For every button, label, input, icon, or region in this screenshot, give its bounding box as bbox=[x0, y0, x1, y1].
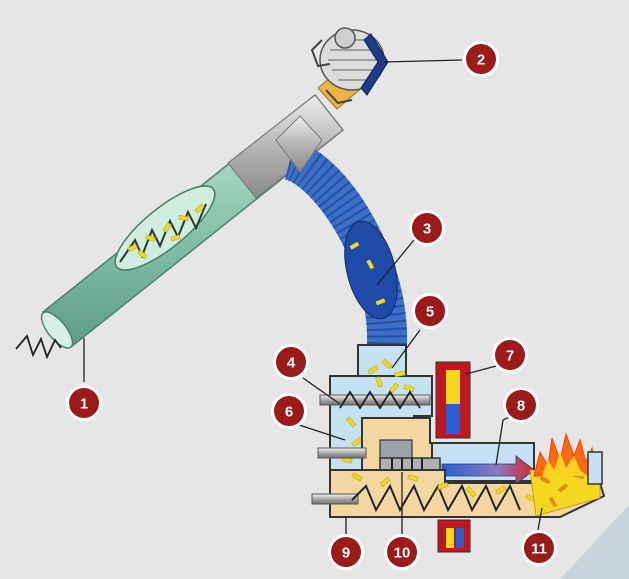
callout-1: 1 bbox=[66, 385, 102, 421]
callout-label: 6 bbox=[285, 404, 293, 421]
motor-cap bbox=[379, 439, 413, 459]
top-feed-screw bbox=[339, 390, 421, 410]
callout-6: 6 bbox=[271, 393, 307, 429]
air-flow-arrow bbox=[441, 455, 535, 485]
heat-indicator-bottom bbox=[437, 519, 471, 553]
callout-3: 3 bbox=[409, 210, 445, 246]
callout-9: 9 bbox=[328, 534, 364, 570]
callout-label: 8 bbox=[517, 398, 525, 415]
drive-spring bbox=[15, 334, 62, 360]
callout-label: 1 bbox=[80, 396, 88, 413]
leader-lines bbox=[83, 59, 543, 535]
callout-8: 8 bbox=[503, 387, 539, 423]
auger-screw bbox=[119, 203, 207, 263]
heat-indicator-top bbox=[435, 361, 471, 439]
burner-grate bbox=[587, 451, 603, 485]
hopper-pellets bbox=[341, 358, 415, 464]
callout-label: 3 bbox=[423, 221, 431, 238]
auger-pellets bbox=[127, 203, 205, 260]
hose-elbow-pipe bbox=[275, 115, 323, 173]
callout-label: 5 bbox=[426, 304, 434, 321]
callout-label: 11 bbox=[531, 541, 547, 558]
callout-11: 11 bbox=[521, 530, 557, 566]
suction-unit bbox=[310, 27, 389, 110]
flame-core bbox=[542, 452, 588, 476]
bottom-pellets bbox=[351, 472, 537, 503]
callout-7: 7 bbox=[492, 337, 528, 373]
callout-label: 7 bbox=[506, 348, 514, 365]
bottom-shaft bbox=[311, 493, 359, 505]
callout-label: 9 bbox=[342, 545, 350, 562]
callout-label: 4 bbox=[287, 355, 296, 372]
callout-4: 4 bbox=[273, 344, 309, 380]
callout-2: 2 bbox=[463, 41, 499, 77]
hose-pellets bbox=[349, 241, 386, 306]
middle-shaft bbox=[317, 447, 367, 459]
callout-5: 5 bbox=[412, 293, 448, 329]
callout-label: 2 bbox=[477, 52, 485, 69]
corner-accent bbox=[560, 505, 629, 579]
callout-10: 10 bbox=[384, 534, 420, 570]
callout-label: 10 bbox=[394, 545, 411, 562]
